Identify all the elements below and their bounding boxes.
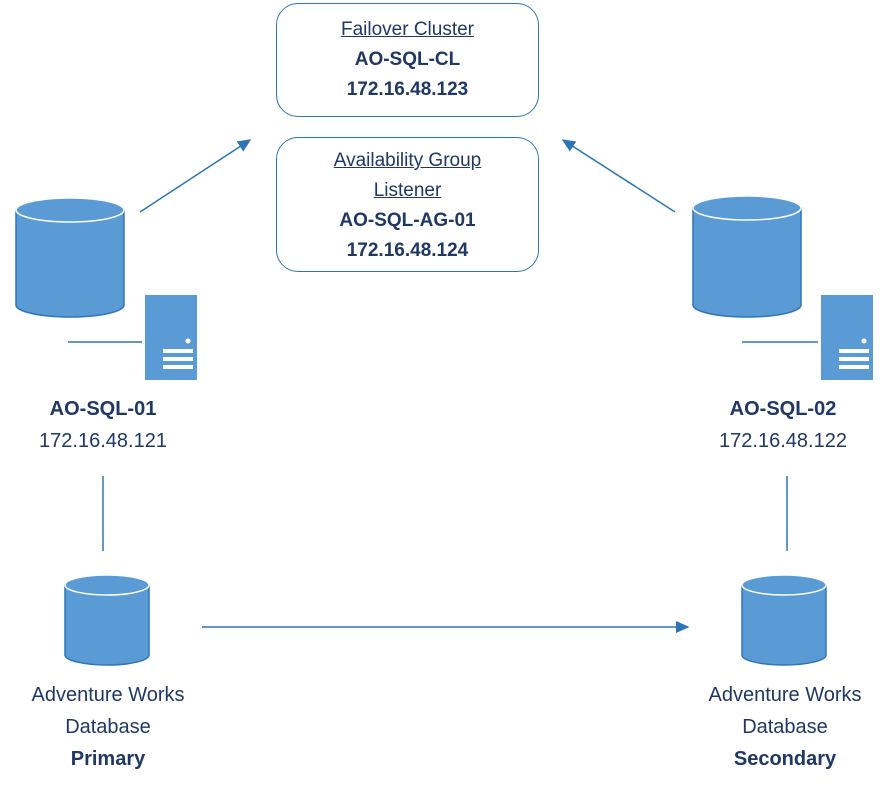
database-icon-server-left [15, 197, 125, 318]
db-secondary-line2: Database [742, 716, 828, 738]
ag-listener-name: AO-SQL-AG-01 [339, 210, 476, 231]
server-left-ip: 172.16.48.121 [39, 430, 167, 452]
ag-listener-ip: 172.16.48.124 [346, 240, 469, 261]
server-icon-left [145, 295, 197, 380]
server-right-label: AO-SQL-02 172.16.48.122 [683, 393, 883, 457]
db-secondary-line1: Adventure Works [708, 684, 862, 706]
db-secondary-label: Adventure Works Database Secondary [680, 679, 890, 775]
server-icon-right [821, 295, 873, 380]
db-secondary-role: Secondary [733, 748, 837, 770]
arrow-left-to-cluster [139, 139, 252, 213]
server-left-label: AO-SQL-01 172.16.48.121 [3, 393, 203, 457]
db-primary-line2: Database [65, 716, 151, 738]
failover-cluster-box: Failover Cluster AO-SQL-CL 172.16.48.123 [276, 3, 539, 117]
failover-cluster-heading: Failover Cluster [340, 19, 475, 40]
db-primary-line1: Adventure Works [31, 684, 185, 706]
failover-cluster-name: AO-SQL-CL [354, 49, 461, 70]
failover-cluster-ip: 172.16.48.123 [346, 79, 469, 100]
server-right-name: AO-SQL-02 [729, 398, 837, 420]
server-left-name: AO-SQL-01 [49, 398, 157, 420]
ag-listener-box: Availability Group Listener AO-SQL-AG-01… [276, 137, 539, 272]
ag-listener-heading-2: Listener [373, 180, 442, 201]
db-primary-label: Adventure Works Database Primary [3, 679, 213, 775]
database-icon-server-right [692, 195, 802, 318]
database-icon-primary [64, 574, 150, 666]
ag-listener-heading-1: Availability Group [333, 150, 482, 171]
db-primary-role: Primary [70, 748, 146, 770]
database-icon-secondary [741, 574, 827, 666]
arrow-right-to-cluster [561, 139, 676, 213]
server-right-ip: 172.16.48.122 [719, 430, 847, 452]
